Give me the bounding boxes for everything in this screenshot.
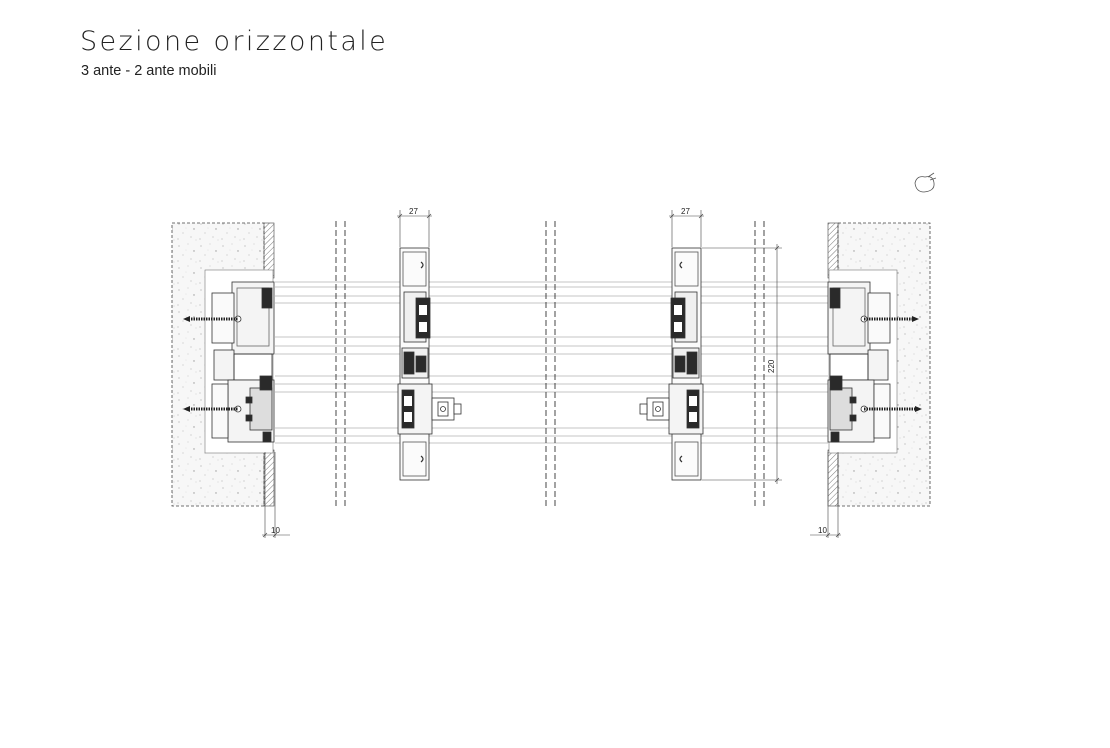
horizontal-track-lines	[275, 281, 828, 444]
break-lines	[335, 221, 765, 507]
page-subtitle: 3 ante - 2 ante mobili	[81, 63, 217, 79]
dimension-label-left-sash: 27	[409, 207, 418, 216]
dimension-label-right-gap: 10	[818, 526, 827, 535]
left-frame-assembly	[211, 281, 275, 443]
dimension-label-height: 220	[767, 359, 776, 373]
left-sliding-sash	[397, 247, 462, 481]
dimension-label-right-sash: 27	[681, 207, 690, 216]
dimension-lines	[262, 210, 841, 538]
section-marker-icon	[914, 172, 937, 193]
right-sliding-sash	[639, 247, 704, 481]
right-screws	[864, 316, 922, 412]
left-screws	[183, 316, 238, 412]
right-frame-assembly	[827, 281, 891, 443]
dimension-label-left-gap: 10	[271, 526, 280, 535]
page-title: Sezione orizzontale	[80, 26, 389, 57]
